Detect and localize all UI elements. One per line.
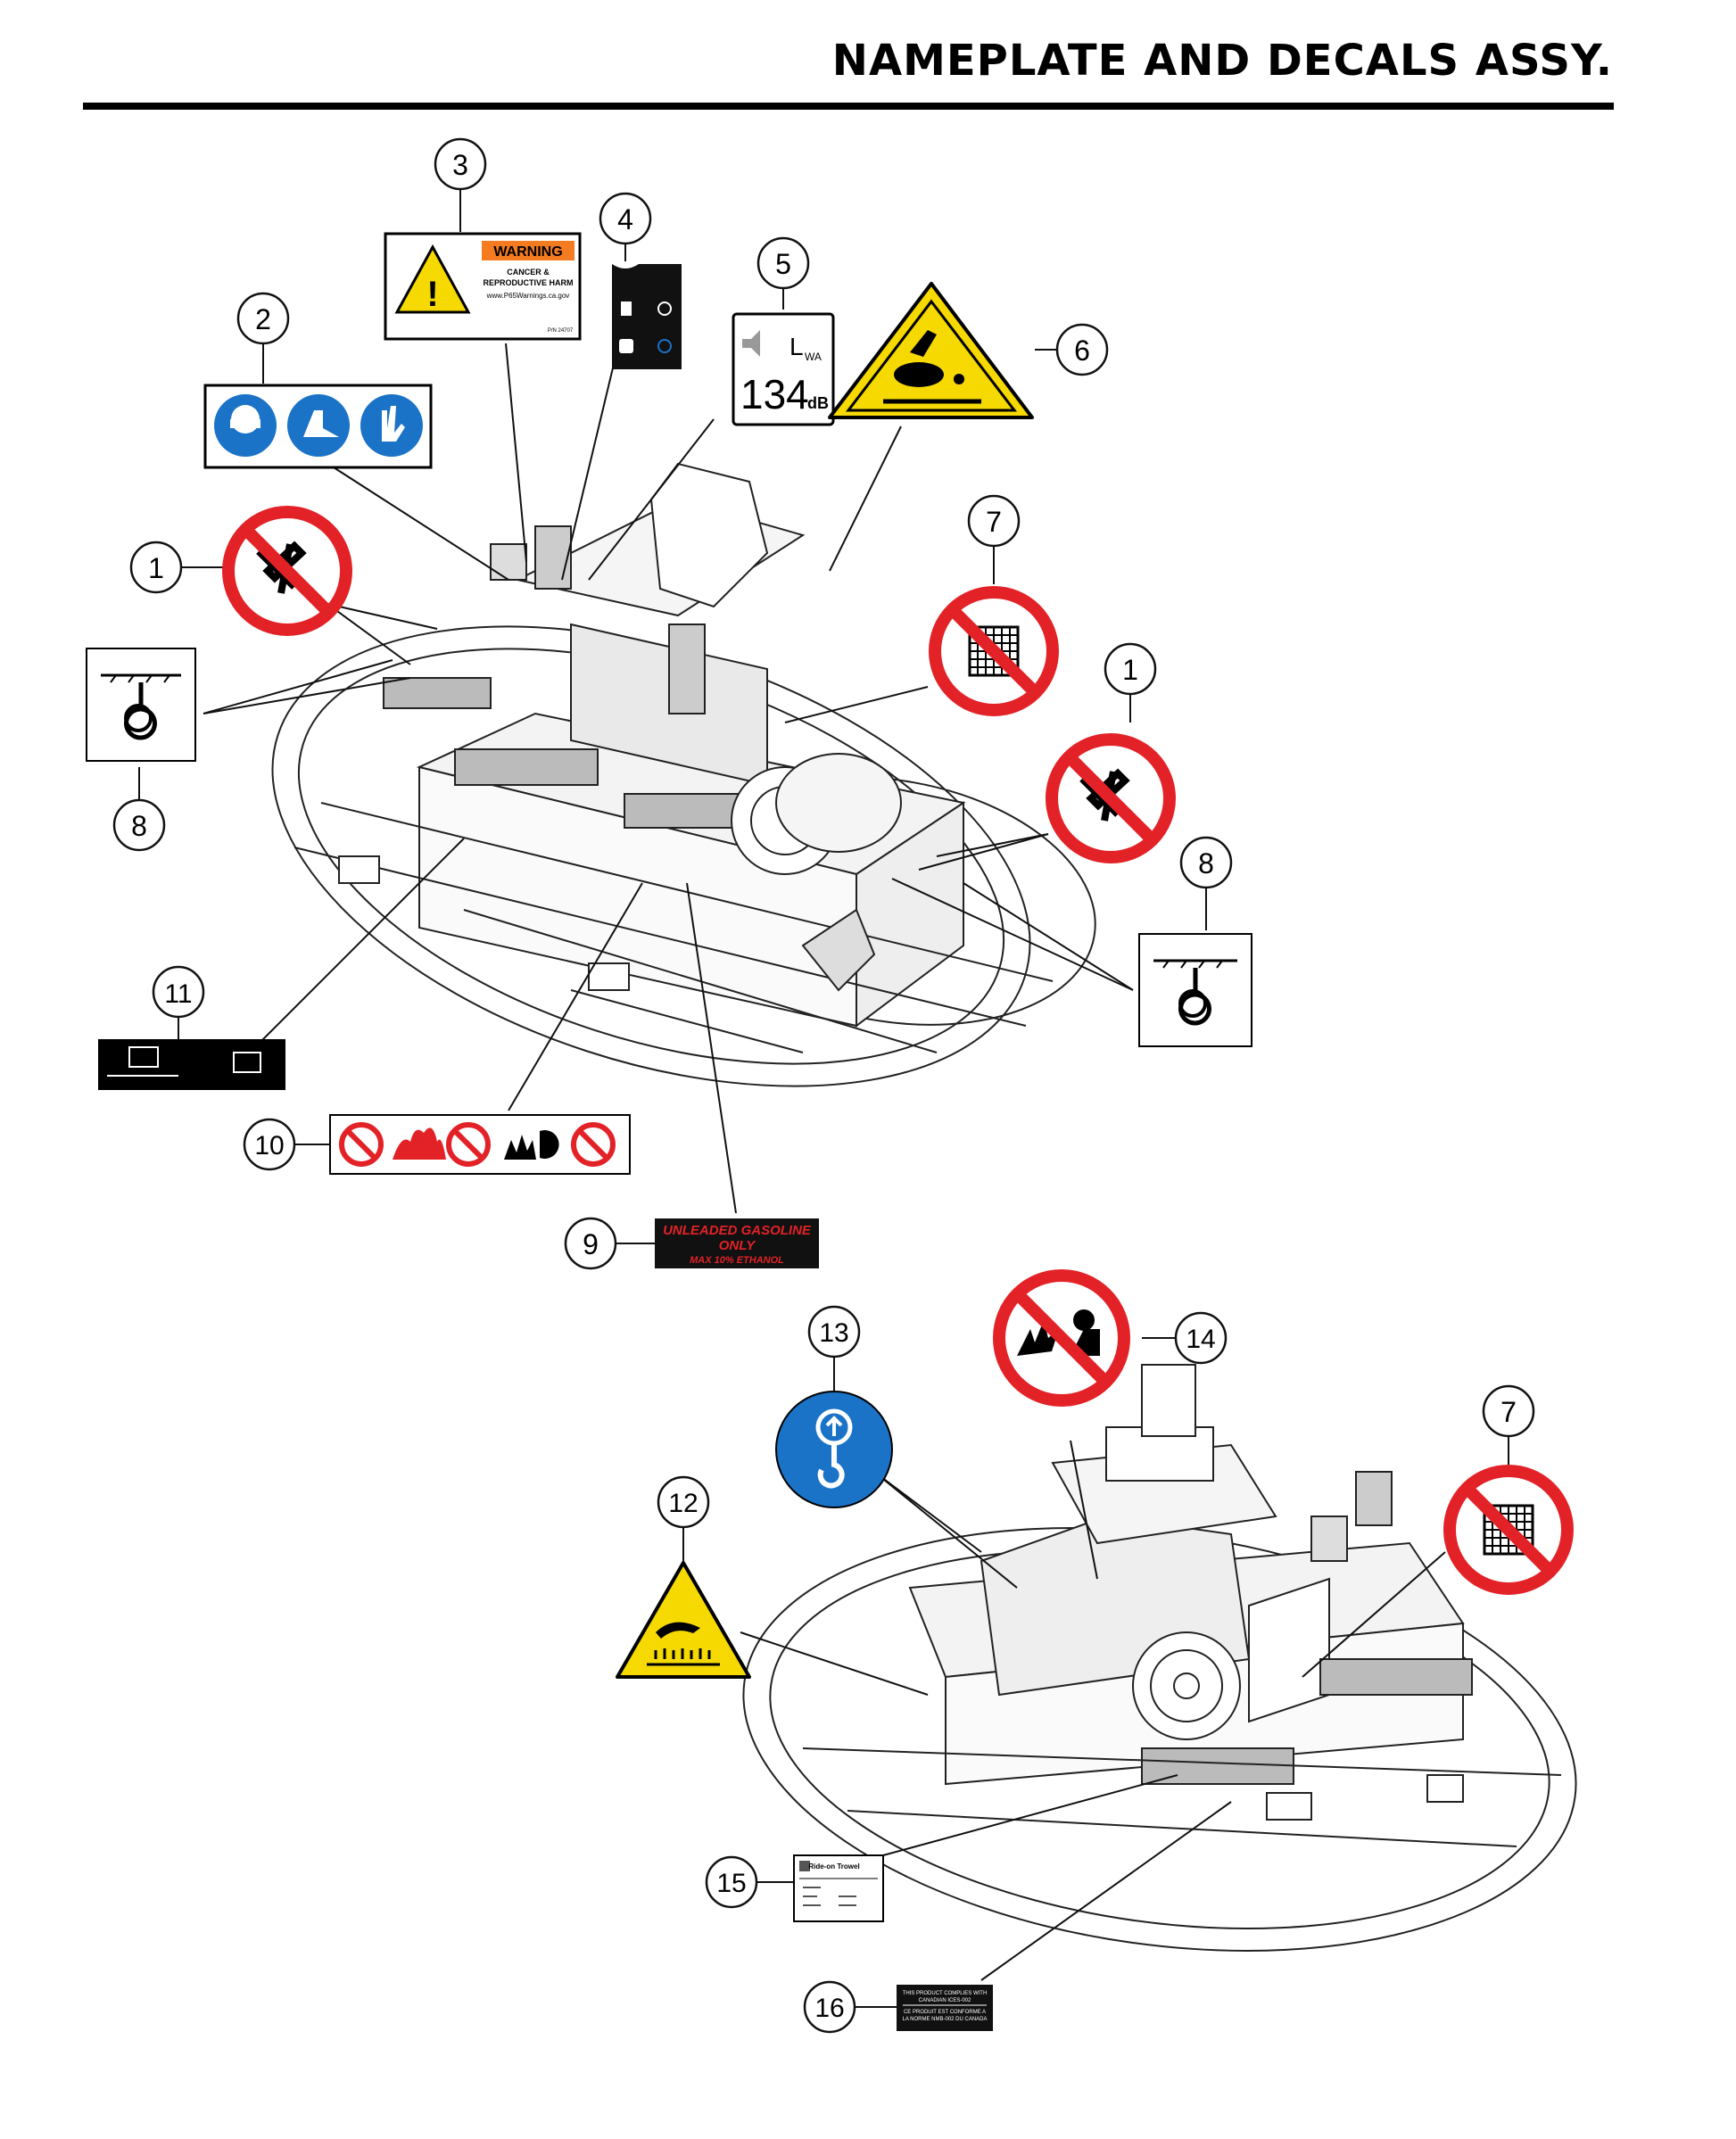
svg-text:8: 8 — [1198, 847, 1214, 880]
svg-text:11: 11 — [164, 979, 192, 1009]
callout-1b: 1 — [1104, 642, 1157, 723]
svg-text:12: 12 — [668, 1489, 698, 1518]
callout-5: 5 — [756, 236, 810, 310]
svg-text:REPRODUCTIVE HARM: REPRODUCTIVE HARM — [483, 278, 573, 287]
svg-text:4: 4 — [617, 203, 633, 235]
decal-prop65-warning: ! WARNING CANCER & REPRODUCTIVE HARM www… — [384, 232, 582, 341]
svg-text:P/N 24707: P/N 24707 — [548, 328, 574, 334]
svg-text:L: L — [789, 333, 804, 360]
decal-tie-down-8a — [86, 648, 196, 762]
callout-6: 6 — [1035, 323, 1109, 376]
decal-tipping-hazard-warning — [828, 282, 1034, 419]
callout-10: 10 — [243, 1118, 330, 1171]
decal-control-panel — [98, 1039, 285, 1090]
callout-7b: 7 — [1482, 1384, 1535, 1465]
svg-text:WA: WA — [805, 351, 822, 363]
callout-7a: 7 — [967, 494, 1021, 584]
callout-2: 2 — [236, 292, 290, 384]
svg-text:10: 10 — [254, 1131, 284, 1160]
callout-1a: 1 — [129, 541, 225, 594]
svg-text:THIS PRODUCT COMPLIES WITH: THIS PRODUCT COMPLIES WITH — [903, 1991, 988, 1996]
leader-lines — [203, 343, 1446, 1981]
svg-text:6: 6 — [1074, 334, 1090, 367]
decal-sound-power: L WA 134 dB — [732, 312, 835, 426]
decal-no-grid-prohibition-7a — [929, 586, 1059, 716]
svg-text:2: 2 — [255, 303, 271, 335]
callout-8b: 8 — [1179, 836, 1233, 930]
decal-choke-run — [612, 264, 682, 369]
svg-text:CANCER &: CANCER & — [507, 268, 550, 277]
decal-no-hands-prohibition-1a — [222, 506, 352, 636]
svg-text:CANADIAN ICES-002: CANADIAN ICES-002 — [919, 1998, 971, 2003]
svg-text:7: 7 — [986, 506, 1002, 538]
svg-text:MAX 10% ETHANOL: MAX 10% ETHANOL — [690, 1255, 784, 1266]
decal-no-hands-prohibition-1b — [1046, 733, 1176, 863]
svg-text:UNLEADED GASOLINE: UNLEADED GASOLINE — [663, 1223, 812, 1238]
callout-4: 4 — [599, 192, 652, 261]
callout-15: 15 — [705, 1855, 794, 1909]
callout-9: 9 — [564, 1217, 655, 1270]
callout-3: 3 — [434, 137, 487, 232]
svg-text:ONLY: ONLY — [719, 1238, 757, 1253]
decal-unleaded-fuel: UNLEADED GASOLINE ONLY MAX 10% ETHANOL — [655, 1218, 819, 1268]
svg-text:134: 134 — [740, 371, 809, 417]
svg-text:3: 3 — [452, 149, 468, 181]
trowel-machine-top — [271, 462, 1096, 1087]
callout-11: 11 — [152, 965, 205, 1039]
svg-text:16: 16 — [814, 1994, 844, 2023]
callouts: 1 2 3 4 5 6 7 1 8 8 11 10 9 13 14 7 12 1… — [112, 137, 1535, 2034]
title-rule — [83, 103, 1614, 110]
decal-no-grid-prohibition-7b — [1443, 1465, 1574, 1595]
callout-16: 16 — [803, 1980, 897, 2034]
trowel-machine-bottom — [742, 1364, 1577, 1952]
svg-text:1: 1 — [148, 552, 164, 584]
svg-text:15: 15 — [716, 1869, 746, 1898]
svg-text:www.P65Warnings.ca.gov: www.P65Warnings.ca.gov — [486, 292, 570, 300]
svg-text:7: 7 — [1500, 1396, 1517, 1428]
callout-14: 14 — [1142, 1311, 1228, 1365]
decal-explosion-prohibition — [993, 1269, 1130, 1407]
callout-8a: 8 — [112, 767, 166, 852]
decal-nameplate: Ride-on Trowel — [793, 1854, 884, 1922]
decal-tie-down-8b — [1138, 933, 1252, 1047]
svg-text:1: 1 — [1122, 654, 1138, 686]
svg-text:13: 13 — [819, 1318, 848, 1348]
svg-text:9: 9 — [583, 1228, 599, 1260]
page-title: NAMEPLATE AND DECALS ASSY. — [831, 36, 1613, 86]
svg-text:LA NORME NMB-002 DU CANADA: LA NORME NMB-002 DU CANADA — [902, 2017, 987, 2022]
svg-text:WARNING: WARNING — [493, 244, 562, 260]
svg-text:14: 14 — [1186, 1325, 1215, 1354]
decal-fuel-safety-strip — [329, 1114, 631, 1175]
svg-text:CE PRODUIT EST CONFORME A: CE PRODUIT EST CONFORME A — [904, 2010, 986, 2015]
svg-text:Ride-on Trowel: Ride-on Trowel — [808, 1862, 859, 1871]
callout-12: 12 — [657, 1475, 710, 1561]
decal-ppe-mandatory — [203, 384, 433, 469]
svg-text:5: 5 — [775, 248, 791, 280]
svg-text:!: ! — [426, 275, 438, 314]
svg-text:8: 8 — [131, 810, 147, 842]
decal-ices-compliance: THIS PRODUCT COMPLIES WITH CANADIAN ICES… — [897, 1985, 993, 2031]
callout-13: 13 — [807, 1305, 861, 1392]
decal-lift-point — [775, 1391, 893, 1508]
svg-text:dB: dB — [807, 394, 829, 412]
decal-hot-surface-warning — [616, 1561, 751, 1679]
